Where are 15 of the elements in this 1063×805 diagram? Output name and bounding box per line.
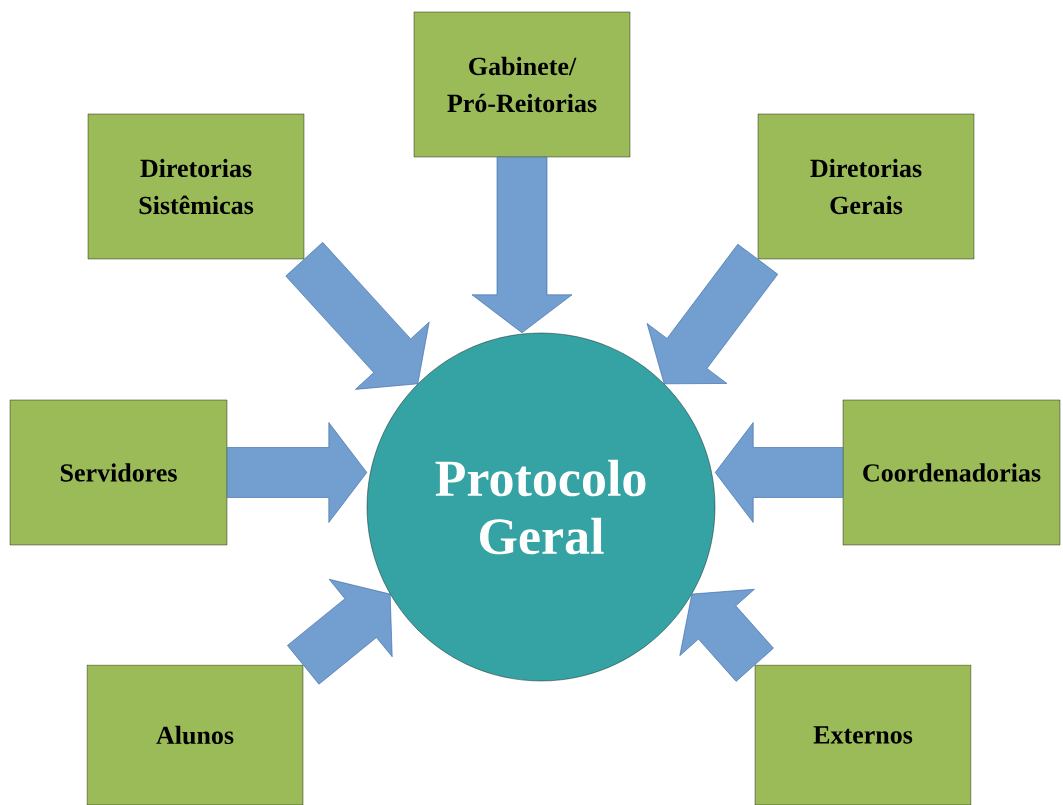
block-arrow — [471, 156, 573, 334]
block-arrow — [646, 243, 779, 385]
process-box: Servidores — [9, 399, 228, 546]
block-arrow — [679, 588, 774, 682]
circle-node: Protocolo Geral — [366, 332, 716, 682]
process-box: Diretorias Gerais — [757, 113, 975, 260]
process-box: Coordenadorias — [842, 399, 1061, 546]
process-box: Diretorias Sistêmicas — [87, 113, 305, 260]
process-box: Gabinete/ Pró-Reitorias — [413, 11, 631, 158]
process-box: Externos — [754, 664, 972, 805]
block-arrow — [285, 242, 430, 390]
block-arrow — [714, 422, 844, 523]
block-arrow — [226, 422, 368, 523]
process-box: Alunos — [86, 664, 304, 805]
block-arrow — [287, 579, 393, 685]
